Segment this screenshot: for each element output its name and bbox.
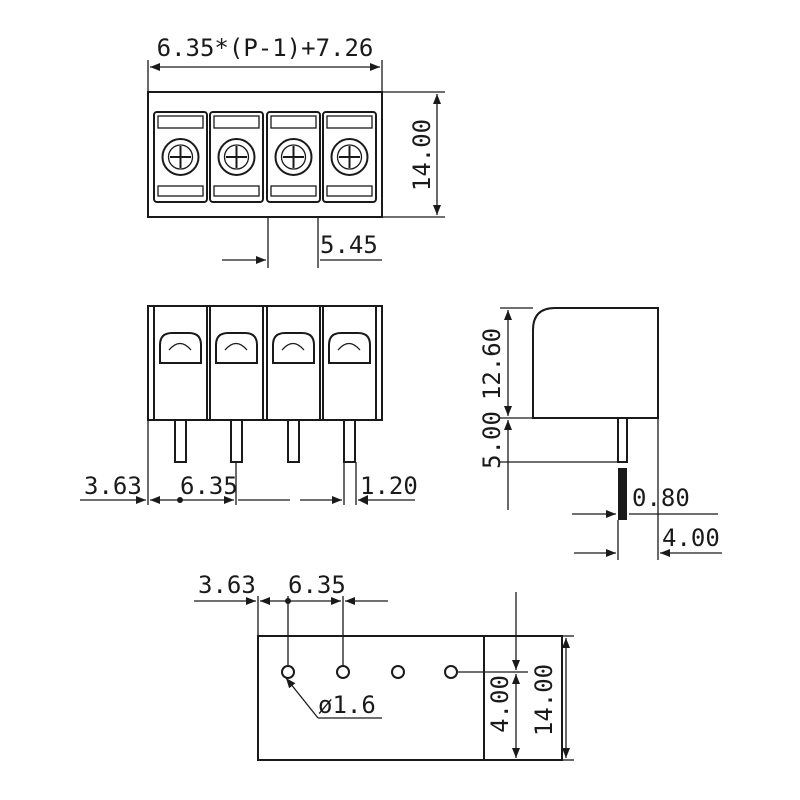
footprint-hole xyxy=(336,665,350,679)
side-body-height-label: 12.60 xyxy=(478,328,506,400)
side-pin xyxy=(617,418,628,463)
footprint-pitch-label: 6.35 xyxy=(288,571,346,599)
top-height-dimension: 14.00 xyxy=(382,91,445,218)
top-body-outline xyxy=(147,91,383,218)
footprint-view: 3.63 6.35 ø1.6 4.00 14.00 xyxy=(194,571,574,761)
footprint-holes xyxy=(281,665,458,679)
top-pitch-dimension: 5.45 xyxy=(222,217,382,268)
front-body-outline xyxy=(147,305,383,421)
footprint-hole xyxy=(281,665,295,679)
top-terminal xyxy=(209,111,264,203)
front-pin xyxy=(343,420,356,463)
front-pin-width-label: 1.20 xyxy=(360,472,418,500)
top-height-label: 14.00 xyxy=(408,119,436,191)
footprint-hole-diameter-label: ø1.6 xyxy=(318,691,376,719)
footprint-top-dimensions: 3.63 6.35 xyxy=(194,571,388,666)
front-view: 3.63 6.35 1.20 xyxy=(80,305,418,505)
front-slots xyxy=(153,305,377,421)
footprint-hole xyxy=(391,665,405,679)
front-slot xyxy=(322,305,377,421)
footprint-hole-callout: ø1.6 xyxy=(285,677,382,719)
top-pitch-label: 5.45 xyxy=(320,231,378,259)
top-terminal xyxy=(322,111,377,203)
footprint-depth-label: 14.00 xyxy=(530,664,558,736)
footprint-right-dimensions: 4.00 14.00 xyxy=(457,592,574,761)
top-terminal xyxy=(153,111,208,203)
top-terminals xyxy=(153,111,377,203)
front-pin xyxy=(174,420,187,463)
footprint-hole xyxy=(444,665,458,679)
top-width-dimension: 6.35*(P-1)+7.26 xyxy=(147,34,383,92)
footprint-offset-label: 3.63 xyxy=(198,571,256,599)
side-view: 12.60 5.00 0.80 4.00 xyxy=(478,307,722,560)
top-view: 6.35*(P-1)+7.26 14.00 5.45 xyxy=(147,34,445,268)
side-height-dimensions: 12.60 5.00 xyxy=(478,307,618,510)
front-pin xyxy=(230,420,243,463)
side-pin-offset-label: 4.00 xyxy=(662,524,720,552)
side-body-outline xyxy=(532,307,659,419)
front-pitch-label: 6.35 xyxy=(180,472,238,500)
front-slot xyxy=(266,305,321,421)
front-slot xyxy=(153,305,208,421)
front-slot xyxy=(209,305,264,421)
top-width-label: 6.35*(P-1)+7.26 xyxy=(157,34,374,62)
side-pin-dimensions: 0.80 4.00 xyxy=(572,418,722,560)
side-pin-thickness-label: 0.80 xyxy=(632,484,690,512)
front-pin xyxy=(287,420,300,463)
front-offset-label: 3.63 xyxy=(84,472,142,500)
front-dimensions: 3.63 6.35 1.20 xyxy=(80,420,418,505)
footprint-row-offset-label: 4.00 xyxy=(486,675,514,733)
side-pin-length-label: 5.00 xyxy=(478,411,506,469)
top-terminal xyxy=(266,111,321,203)
side-pin-section xyxy=(618,468,627,520)
front-pins xyxy=(174,420,356,463)
